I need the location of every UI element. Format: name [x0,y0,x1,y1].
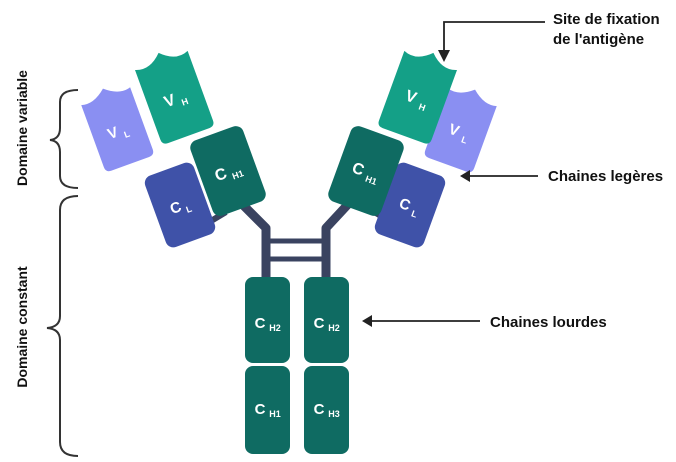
segment-stem-left-bottom: C H1 [245,366,290,454]
svg-text:L: L [460,134,469,145]
segment-vl-right: V L [424,88,497,173]
constant-domain-label: Domaine constant [14,266,30,388]
segment-ch1-right: C H1 [328,126,404,216]
segment-ch1-left: C H1 [190,126,266,216]
svg-text:H2: H2 [269,323,281,333]
svg-text:L: L [410,208,419,219]
svg-text:L: L [185,203,194,214]
svg-text:H3: H3 [328,409,340,419]
segment-cl-left: C L [144,162,216,248]
svg-text:H1: H1 [269,409,281,419]
segment-stem-right-bottom: C H3 [304,366,349,454]
segment-ch2-right: C H2 [304,277,349,363]
constant-domain-bracket [46,195,79,457]
svg-text:H1: H1 [364,174,378,187]
antigen-site-label-line2: de l'antigène [553,31,644,48]
antigen-site-arrow [438,21,545,62]
svg-text:C: C [314,401,325,418]
light-chains-arrow [460,170,538,182]
svg-text:H: H [417,102,427,114]
segment-vh-left: V H [135,50,214,144]
antigen-site-label-line1: Site de fixation [553,11,660,28]
svg-text:H1: H1 [231,168,245,181]
heavy-chains-arrow [362,315,480,327]
segment-vl-left: V L [81,87,154,172]
svg-text:C: C [255,401,266,418]
variable-domain-bracket [49,89,79,189]
heavy-chains-label: Chaines lourdes [490,314,607,331]
svg-text:H: H [180,96,190,108]
segment-ch2-left: C H2 [245,277,290,363]
svg-text:H2: H2 [328,323,340,333]
segment-cl-right: C L [374,162,446,248]
hinge-region [204,196,388,282]
svg-text:L: L [123,128,132,139]
svg-text:C: C [314,315,325,332]
svg-text:C: C [255,315,266,332]
segment-vh-right: V H [378,50,457,144]
light-chains-label: Chaines legères [548,168,663,185]
variable-domain-label: Domaine variable [14,70,30,186]
